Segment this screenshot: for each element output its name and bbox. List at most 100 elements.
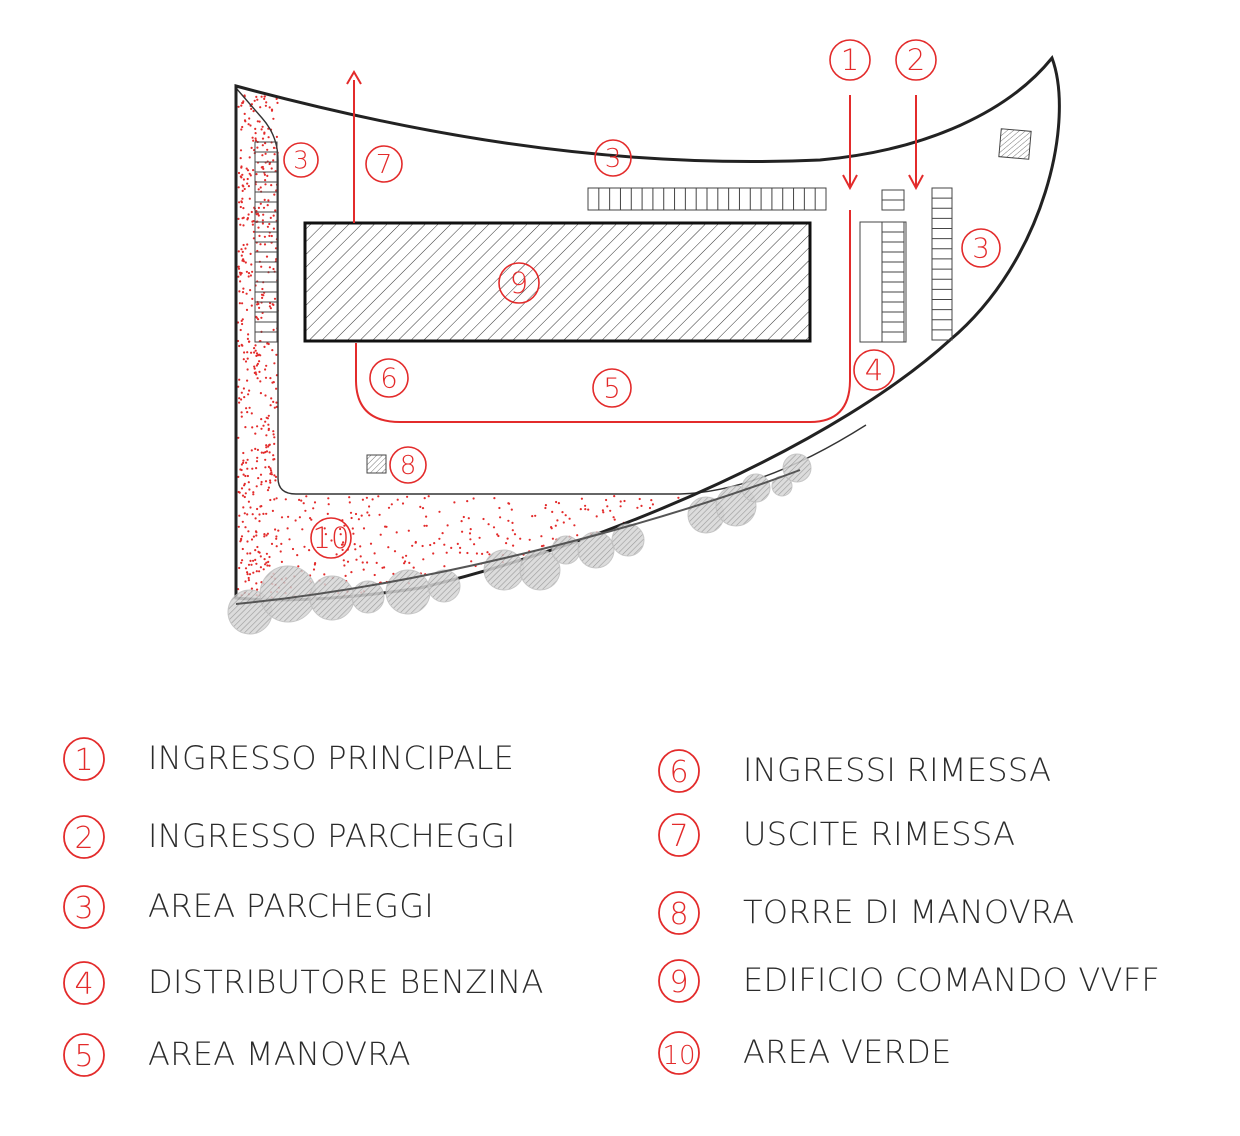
green-dot — [260, 418, 263, 421]
tree — [309, 575, 355, 621]
green-dot — [816, 499, 819, 502]
green-dot — [249, 506, 252, 509]
green-dot — [640, 602, 642, 604]
parking-bays-right — [931, 187, 953, 341]
green-dot — [473, 543, 476, 546]
green-dot — [237, 385, 240, 388]
green-dot — [263, 173, 266, 176]
green-dot — [613, 495, 616, 498]
green-dot — [800, 495, 803, 498]
green-dot — [738, 580, 741, 583]
green-dot — [274, 528, 277, 531]
green-dot — [421, 544, 424, 548]
green-dot — [266, 564, 269, 567]
green-dot — [238, 401, 241, 404]
green-dot — [247, 275, 250, 278]
green-dot — [272, 159, 275, 162]
green-dot — [507, 519, 510, 522]
green-dot — [246, 337, 249, 340]
green-dot — [677, 564, 680, 567]
green-dot — [795, 554, 798, 557]
green-dot — [237, 275, 240, 278]
green-dot — [242, 216, 245, 219]
green-dot — [469, 528, 472, 531]
plan-marker-garage-entrances: 6 — [380, 363, 398, 395]
green-dot — [462, 515, 465, 519]
green-dot — [773, 522, 777, 525]
green-dot — [361, 498, 364, 501]
plan-marker-circle — [310, 517, 352, 559]
legend-number-badge: 4 — [63, 961, 105, 1005]
green-dot — [240, 343, 243, 346]
green-dot — [259, 566, 262, 569]
green-dot — [726, 559, 729, 562]
green-dot — [469, 538, 472, 541]
green-dot — [248, 197, 251, 200]
green-dot — [427, 495, 430, 498]
green-dot — [598, 579, 601, 582]
green-dot — [769, 528, 773, 532]
green-dot — [814, 550, 817, 554]
green-dot — [269, 467, 272, 470]
green-dot — [276, 101, 279, 104]
green-dot — [247, 333, 250, 336]
green-dot — [351, 527, 354, 530]
green-dot — [406, 495, 409, 498]
green-dot — [242, 178, 245, 181]
green-dot — [266, 148, 269, 151]
legend-label: EDIFICIO COMANDO VVFF — [743, 961, 1161, 999]
green-dot — [353, 543, 356, 546]
green-dot — [667, 584, 670, 587]
green-dot — [255, 485, 258, 488]
green-dot — [478, 600, 480, 602]
green-dot — [411, 544, 414, 547]
green-dot — [267, 486, 270, 489]
green-dot — [668, 555, 672, 558]
green-dot — [275, 387, 278, 390]
legend-number: 6 — [669, 755, 688, 790]
green-dot — [238, 514, 241, 517]
green-dot — [254, 127, 257, 130]
green-dot — [354, 512, 358, 516]
green-dot — [588, 583, 591, 586]
green-dot — [787, 495, 790, 498]
green-dot — [263, 131, 266, 134]
green-dot — [511, 521, 514, 525]
green-dot — [259, 380, 262, 383]
green-dot — [245, 407, 248, 410]
green-dot — [722, 575, 725, 579]
green-dot — [264, 466, 267, 469]
green-dot — [719, 548, 722, 551]
green-dot — [491, 598, 495, 600]
green-dot — [662, 533, 665, 537]
legend-label: USCITE RIMESSA — [743, 815, 1016, 853]
green-dot — [255, 582, 258, 585]
green-dot — [408, 561, 411, 565]
green-dot — [255, 373, 258, 376]
green-dot — [272, 146, 276, 149]
green-dot — [265, 446, 268, 449]
green-dot — [730, 553, 734, 556]
green-dot — [371, 498, 374, 501]
green-dot — [252, 559, 255, 562]
green-dot — [446, 524, 449, 527]
green-dot — [467, 517, 470, 520]
green-dot — [264, 480, 268, 483]
green-dot — [240, 254, 243, 257]
green-dot — [266, 489, 270, 492]
green-dot — [313, 563, 316, 566]
green-dot — [648, 506, 652, 510]
green-dot — [795, 501, 799, 504]
green-dot — [668, 558, 671, 561]
green-dot — [237, 250, 240, 253]
maneuver-path — [355, 210, 851, 423]
green-dot — [638, 605, 640, 607]
green-dot — [799, 529, 802, 533]
plan-marker-circle — [594, 139, 632, 177]
green-dot — [737, 555, 741, 558]
green-dot — [246, 573, 249, 576]
green-dot — [269, 404, 272, 407]
green-dot — [395, 531, 398, 534]
green-dot — [801, 602, 803, 604]
green-dot — [242, 224, 245, 227]
